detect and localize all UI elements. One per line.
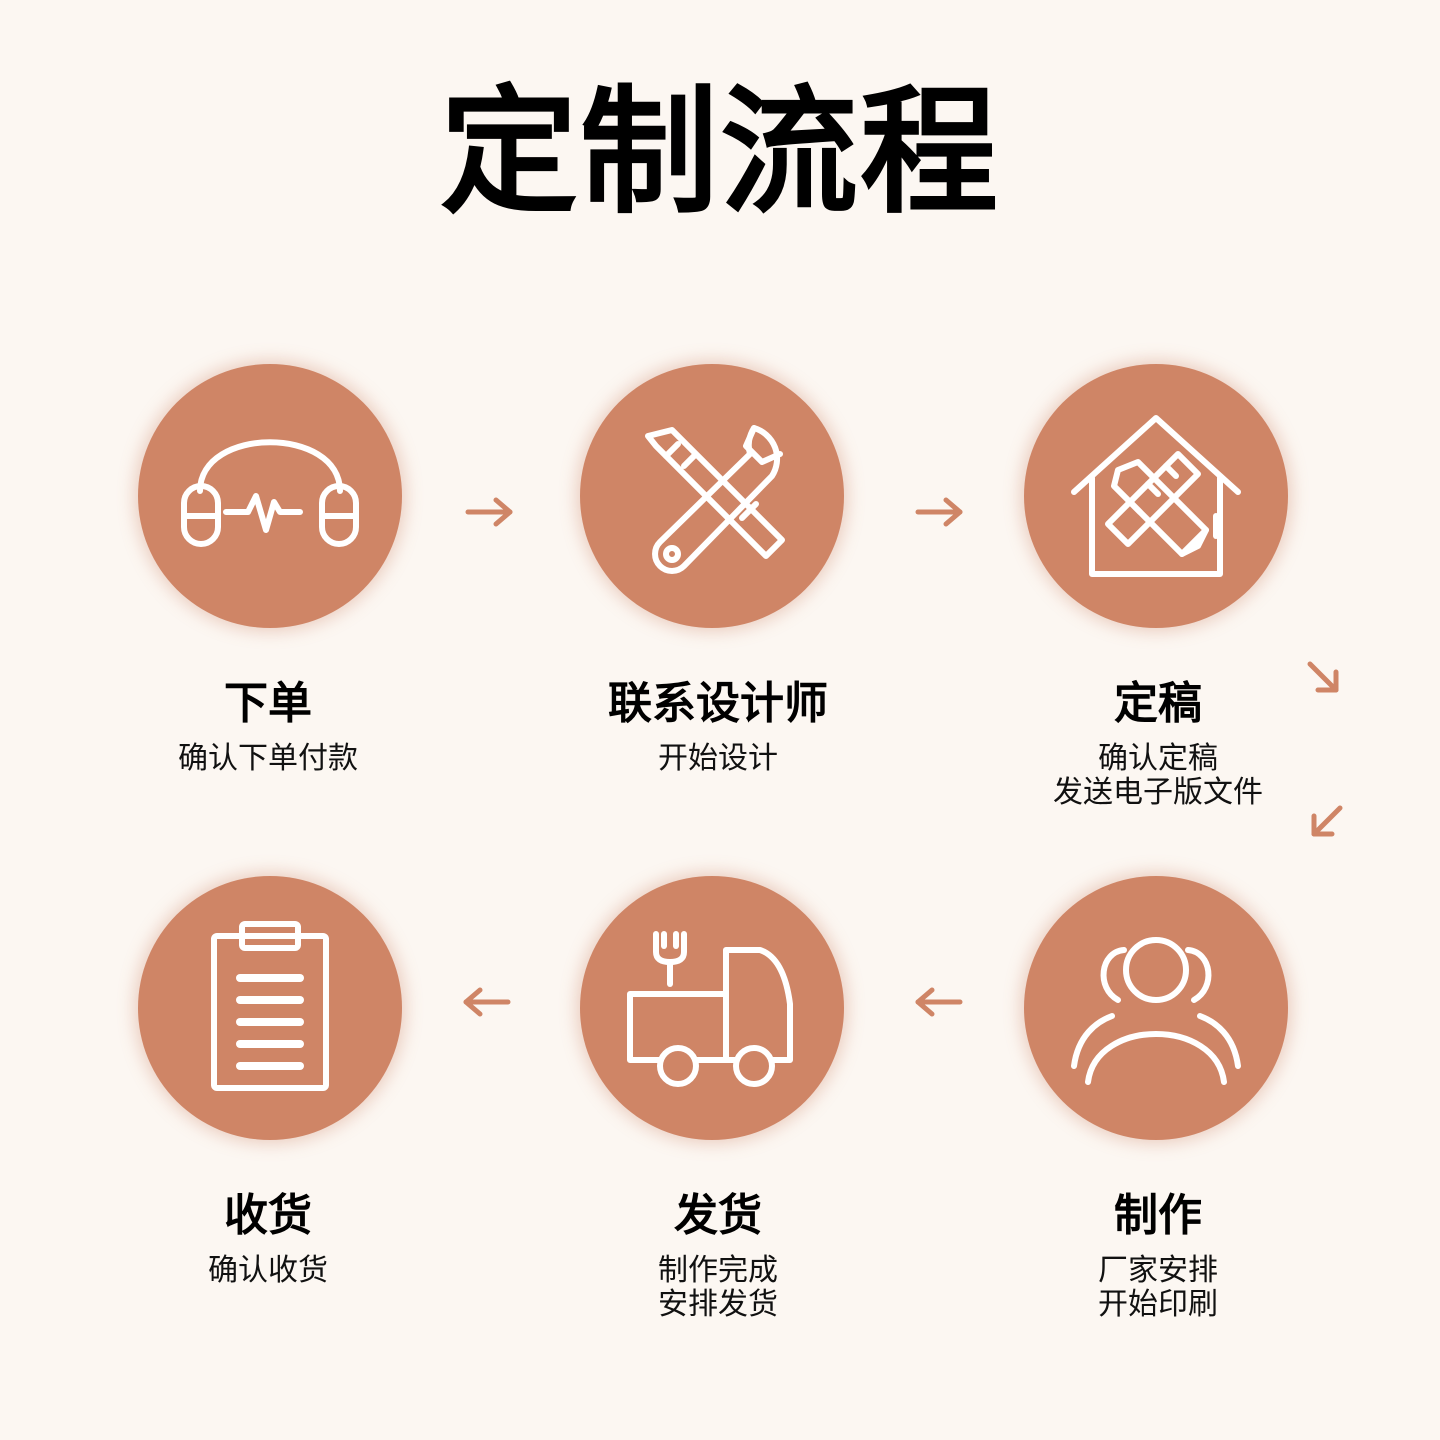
step-order-label: 下单 [224, 678, 312, 729]
arrow-right-2 [912, 494, 968, 530]
arrow-left-icon [463, 987, 511, 1017]
step-finalize-label: 定稿 [1114, 678, 1202, 729]
step-ship-label: 发货 [674, 1190, 762, 1241]
truck-icon [627, 931, 793, 1087]
step-receive-desc: 确认收货 [208, 1253, 328, 1288]
step-receive-label: 收货 [224, 1190, 312, 1241]
arrow-down-right-icon [1307, 661, 1339, 693]
step-order-circle [138, 364, 402, 628]
step-contact-designer-circle [580, 364, 844, 628]
step-finalize-desc: 确认定稿 发送电子版文件 [1053, 741, 1263, 810]
arrow-left-2 [910, 984, 966, 1020]
people-icon [1071, 937, 1241, 1085]
page-title: 定制流程 [439, 72, 1000, 233]
headset-icon [181, 439, 359, 547]
step-finalize-circle [1024, 364, 1288, 628]
tools-icon [645, 425, 785, 574]
arrow-down-left [1304, 800, 1348, 844]
step-receive-circle [138, 876, 402, 1140]
arrow-right-icon [465, 497, 513, 527]
step-ship-desc: 制作完成 安排发货 [658, 1253, 778, 1322]
arrow-left-icon [915, 987, 963, 1017]
step-produce-circle [1024, 876, 1288, 1140]
step-contact-designer-label: 联系设计师 [608, 678, 828, 729]
arrow-right-1 [462, 494, 518, 530]
step-order-desc: 确认下单付款 [178, 741, 358, 776]
house-design-icon [1071, 415, 1241, 577]
step-produce-label: 制作 [1114, 1190, 1202, 1241]
step-produce-desc: 厂家安排 开始印刷 [1098, 1253, 1218, 1322]
step-ship-circle [580, 876, 844, 1140]
arrow-down-right [1302, 656, 1346, 700]
arrow-left-1 [458, 984, 514, 1020]
step-contact-designer-desc: 开始设计 [658, 741, 778, 776]
arrow-down-left-icon [1311, 805, 1343, 837]
arrow-right-icon [915, 497, 963, 527]
clipboard-icon [211, 921, 329, 1091]
